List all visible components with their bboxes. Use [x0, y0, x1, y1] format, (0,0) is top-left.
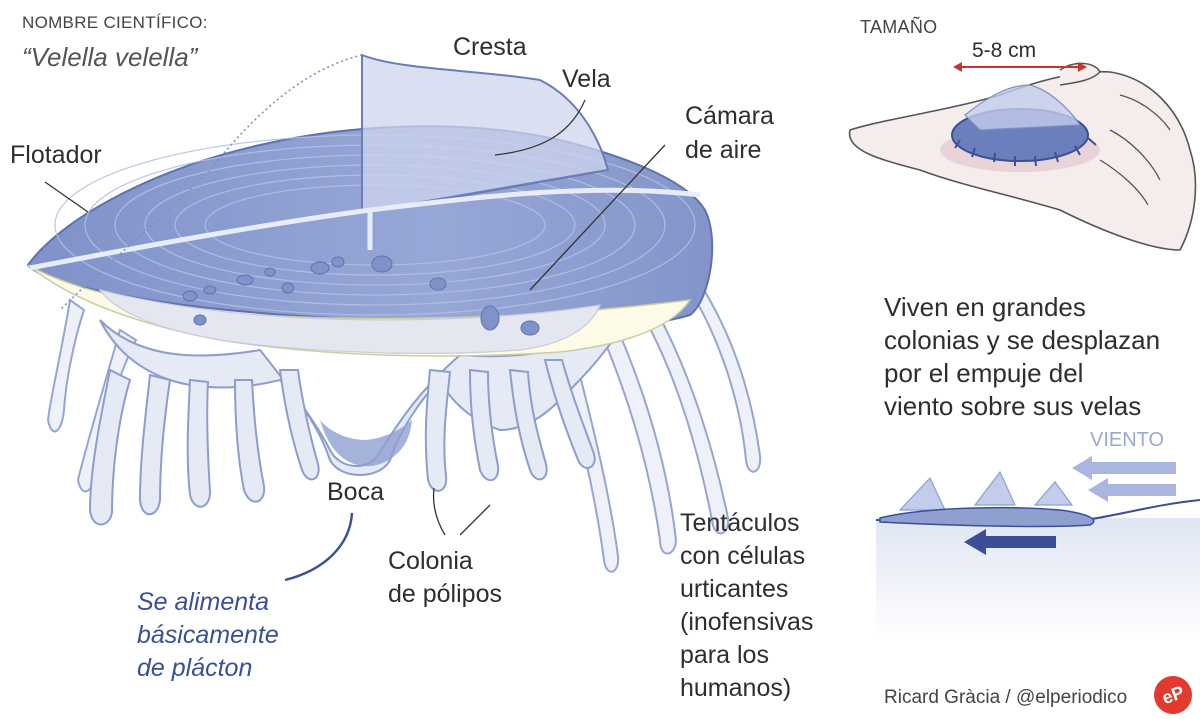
credit: Ricard Gràcia / @elperiodico — [884, 687, 1128, 708]
label-alimenta-2: básicamente — [137, 621, 279, 649]
label-tentaculos-4: (inofensivas — [680, 608, 814, 636]
label-tentaculos-2: con células — [680, 542, 806, 570]
label-camara-line1: Cámara — [685, 102, 774, 130]
scientific-name: “Velella velella” — [22, 42, 198, 72]
label-colonia-line1: Colonia — [388, 547, 473, 575]
colony-text-4: viento sobre sus velas — [884, 391, 1142, 421]
size-title: TAMAÑO — [860, 17, 938, 37]
label-tentaculos-1: Tentáculos — [680, 509, 800, 537]
label-tentaculos-3: urticantes — [680, 575, 789, 603]
label-cresta: Cresta — [453, 33, 527, 61]
size-measure: 5-8 cm — [972, 39, 1037, 62]
label-vela: Vela — [562, 65, 611, 93]
sea-panel — [875, 456, 1200, 640]
polyp-colony — [88, 319, 623, 526]
colony-text-2: colonias y se desplazan — [884, 325, 1161, 355]
sail — [29, 53, 701, 271]
scientific-name-label: NOMBRE CIENTÍFICO: — [22, 13, 208, 32]
leader-lines — [44, 99, 666, 536]
hand-illustration — [848, 62, 1197, 251]
colony-text-1: Viven en grandes — [884, 292, 1086, 322]
label-tentaculos-6: humanos) — [680, 674, 792, 702]
label-alimenta-1: Se alimenta — [137, 588, 270, 616]
colony-text-3: por el empuje del — [884, 358, 1084, 388]
wind-label: VIENTO — [1090, 429, 1165, 451]
label-camara-line2: de aire — [685, 136, 762, 164]
label-colonia-line2: de pólipos — [388, 580, 502, 608]
label-boca: Boca — [327, 478, 384, 506]
label-alimenta-3: de plácton — [137, 654, 253, 682]
label-tentaculos-5: para los — [680, 641, 769, 669]
label-flotador: Flotador — [10, 141, 102, 169]
